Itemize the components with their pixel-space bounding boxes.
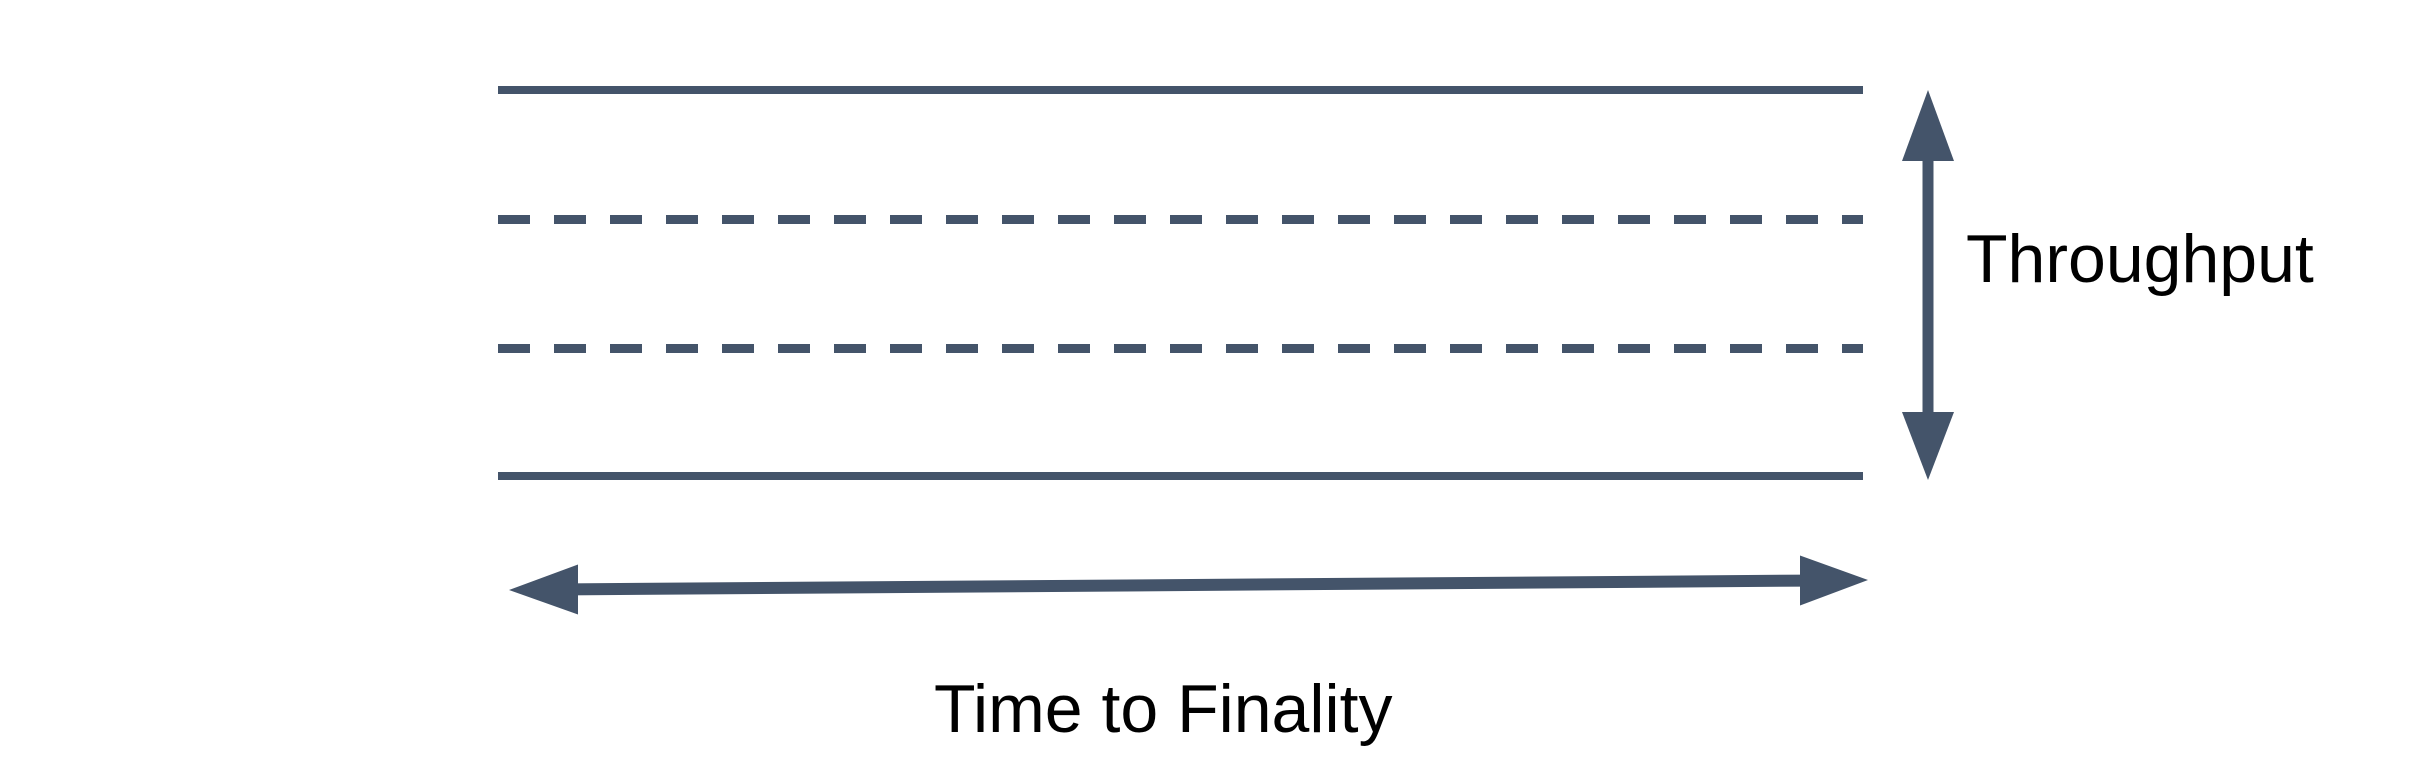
horizontal-double-arrow-icon bbox=[509, 555, 1868, 615]
bottom-boundary-line bbox=[498, 472, 1863, 480]
dashed-lane-line-1 bbox=[498, 215, 1863, 224]
top-boundary-line bbox=[498, 86, 1863, 94]
vertical-double-arrow-icon bbox=[1902, 90, 1954, 480]
time-to-finality-axis-label: Time to Finality bbox=[934, 671, 1393, 747]
throughput-axis-label: Throughput bbox=[1966, 221, 2314, 297]
dashed-lane-line-2 bbox=[498, 344, 1863, 353]
